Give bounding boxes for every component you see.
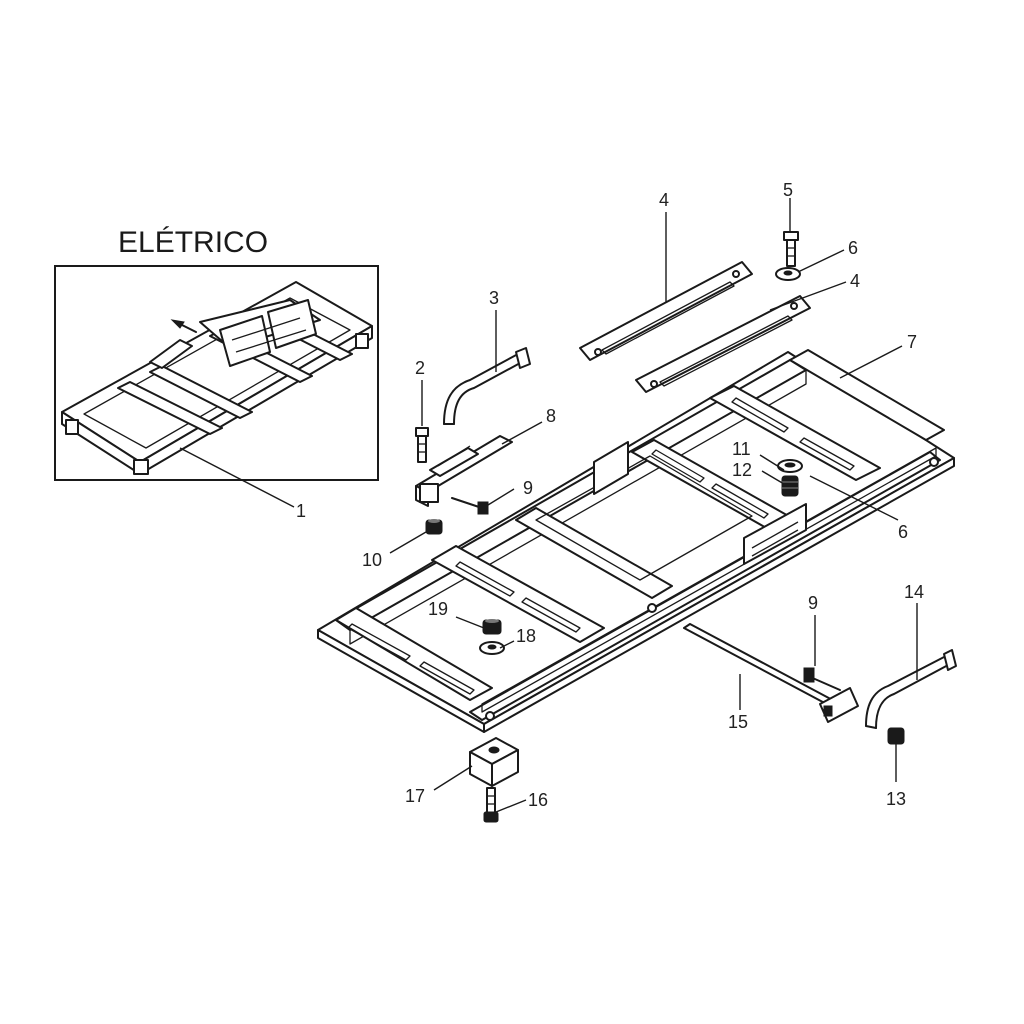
callout-3: 3 (489, 288, 499, 308)
base-frame (317, 349, 955, 733)
lever-bracket-14 (865, 649, 957, 729)
callout-2: 2 (415, 358, 425, 378)
hinge-plate-8 (415, 435, 513, 507)
nut-19 (482, 619, 502, 635)
callout-17: 17 (405, 786, 425, 806)
spring-12 (781, 475, 799, 497)
callout-16: 16 (528, 790, 548, 810)
bolt-5 (783, 231, 799, 267)
callout-10: 10 (362, 550, 382, 570)
leader-lines (179, 198, 918, 813)
lever-bracket-3 (443, 347, 531, 425)
callout-1: 1 (296, 501, 306, 521)
nut-13 (887, 727, 905, 745)
slotted-plate-lower (635, 295, 811, 393)
washer-6-top (775, 267, 801, 281)
inset-title: ELÉTRICO (118, 226, 268, 259)
callout-19: 19 (428, 599, 448, 619)
callout-9b: 9 (808, 593, 818, 613)
callout-11: 11 (732, 439, 751, 459)
callout-14: 14 (904, 582, 924, 602)
callout-18: 18 (516, 626, 536, 646)
shaft-15 (683, 623, 859, 723)
callout-7: 7 (907, 332, 917, 352)
callout-6b: 6 (898, 522, 908, 542)
callout-5: 5 (783, 180, 793, 200)
bolt-16 (483, 787, 499, 823)
callout-15: 15 (728, 712, 748, 732)
nut-10 (425, 519, 443, 535)
inset-box (54, 265, 379, 481)
electric-frame-illustration (61, 281, 373, 475)
callout-8: 8 (546, 406, 556, 426)
callout-9a: 9 (523, 478, 533, 498)
callout-13: 13 (886, 789, 906, 809)
bolt-9-upper (451, 497, 489, 515)
callout-4a: 4 (659, 190, 669, 210)
callout-6a: 6 (848, 238, 858, 258)
washer-18 (479, 641, 505, 655)
spring-11 (777, 459, 803, 473)
slotted-plate-upper (579, 261, 753, 361)
callout-4b: 4 (850, 271, 860, 291)
callout-12: 12 (732, 460, 752, 480)
bolt-9-lower (803, 667, 841, 691)
bolt-2 (415, 427, 429, 463)
rubber-foot-17 (469, 737, 519, 787)
